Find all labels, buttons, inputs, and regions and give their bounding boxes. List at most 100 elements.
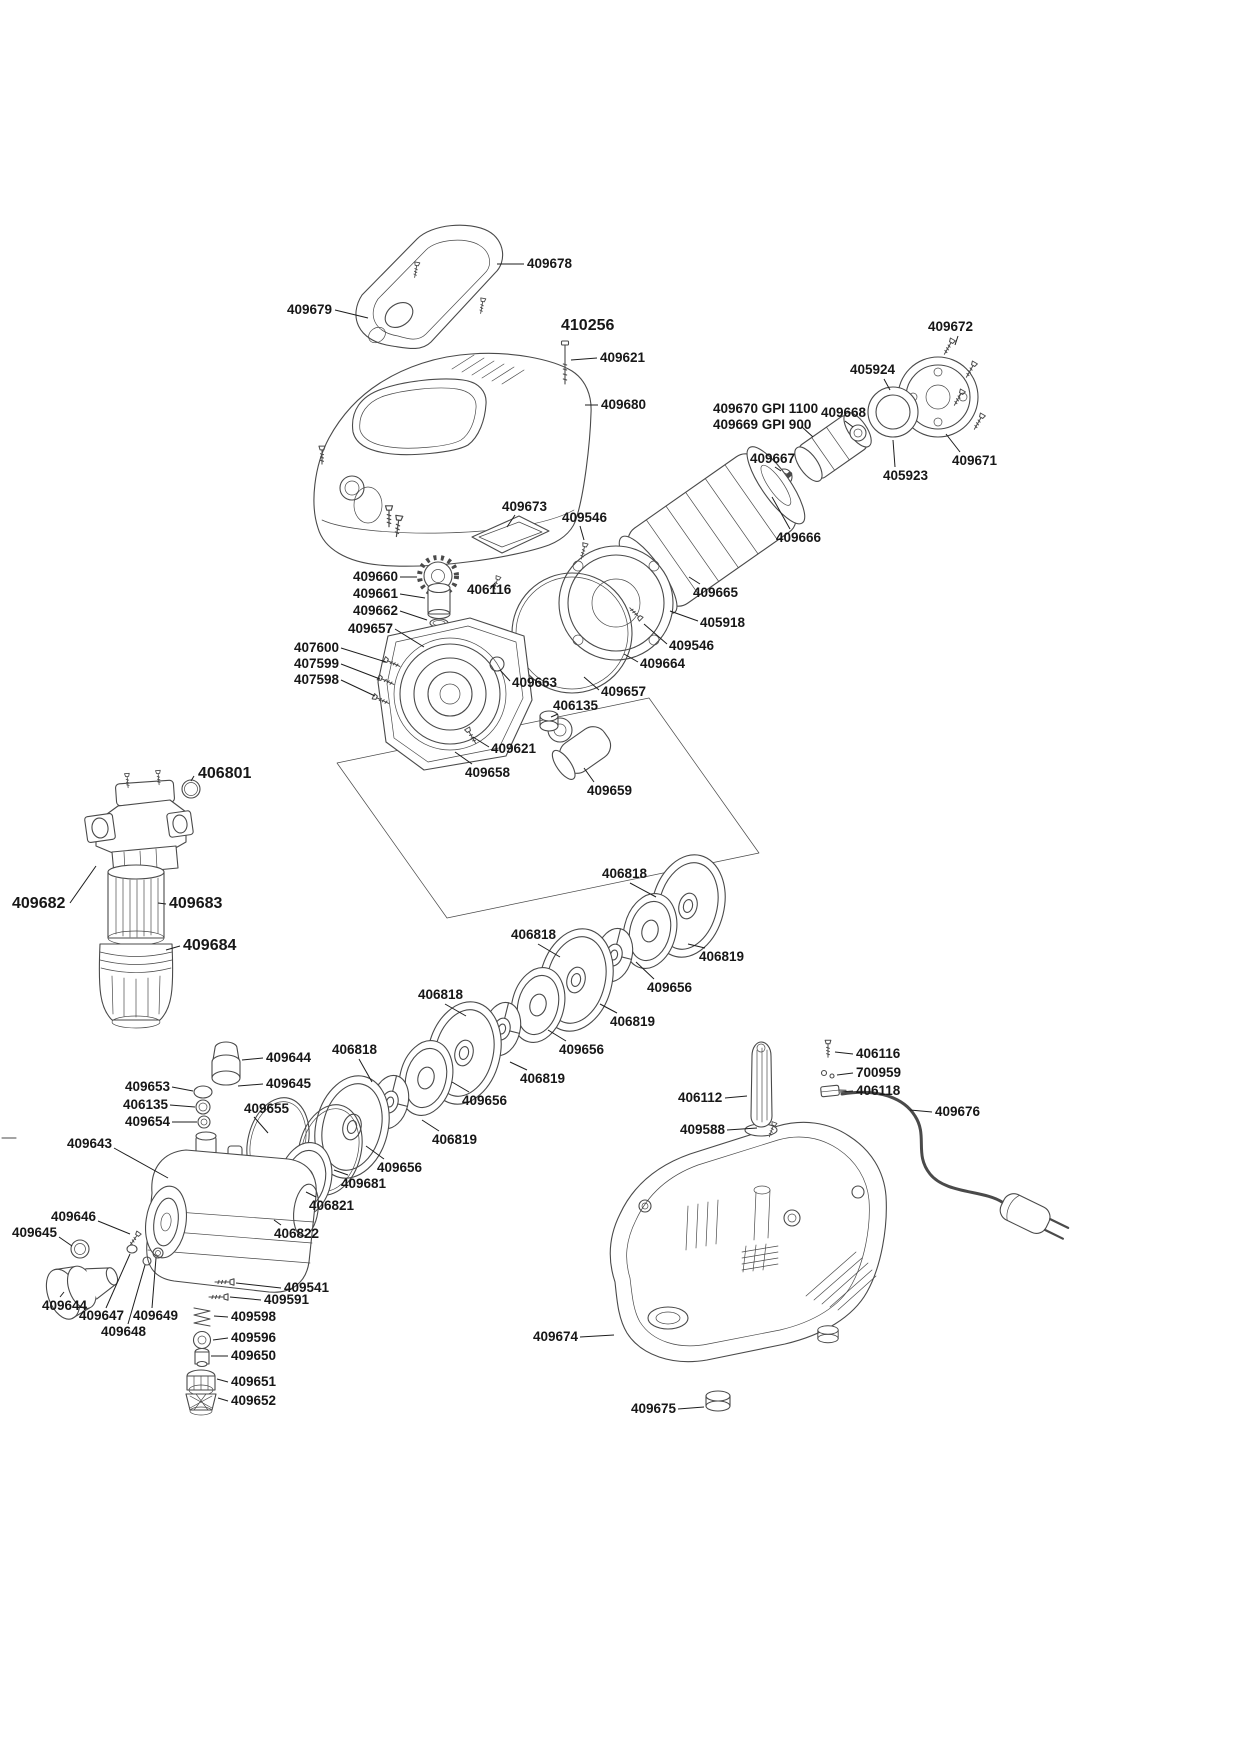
hose-connector-top	[211, 1041, 241, 1086]
leader-line	[909, 1109, 933, 1113]
ejector-parts	[417, 555, 459, 628]
leader-line	[216, 1378, 229, 1383]
leader-line	[113, 1147, 169, 1179]
leader-line	[687, 943, 706, 949]
pedestal-foot	[744, 1041, 778, 1139]
part-label: 409656	[559, 1042, 605, 1057]
part-label: 409668	[821, 405, 867, 420]
leader-line	[444, 1003, 467, 1017]
leader-line	[365, 1145, 385, 1160]
part-label: 409588	[680, 1122, 726, 1137]
leader-line	[169, 1104, 196, 1108]
part-label: 409591	[264, 1292, 310, 1307]
top-cover	[313, 340, 592, 567]
rubber-foot	[705, 1390, 731, 1412]
leader-line	[774, 466, 782, 472]
leader-line	[217, 1397, 229, 1402]
leader-line	[340, 647, 387, 663]
leader-line	[451, 1081, 470, 1093]
leader-line	[688, 576, 701, 585]
leader-line	[883, 378, 891, 391]
leader-line	[771, 496, 791, 530]
part-label: 410256	[561, 317, 614, 334]
leader-line	[472, 736, 490, 748]
leader-line	[623, 653, 639, 663]
pump-head	[371, 617, 533, 771]
part-label: 409644	[42, 1298, 88, 1313]
leader-line	[340, 679, 376, 697]
part-label: 409671	[952, 453, 998, 468]
leader-line	[537, 943, 561, 958]
base-screws	[820, 1039, 847, 1098]
part-label: 409679	[287, 302, 332, 317]
vent-grille	[451, 354, 525, 385]
power-plug	[999, 1193, 1070, 1240]
leader-line	[333, 1169, 349, 1176]
leader-line	[165, 945, 181, 951]
part-label: 409684	[183, 937, 236, 954]
leader-line	[599, 1003, 618, 1014]
screw	[941, 337, 956, 357]
part-label: 409678	[527, 256, 573, 271]
part-label: 409649	[133, 1308, 178, 1323]
leader-line	[583, 767, 595, 783]
part-label: 405923	[883, 468, 929, 483]
part-label: 406822	[274, 1226, 319, 1241]
part-label: 409666	[776, 530, 822, 545]
part-label: 409651	[231, 1374, 277, 1389]
leader-line	[305, 1191, 317, 1198]
part-label: 409661	[353, 586, 399, 601]
filter-assembly	[84, 769, 201, 1029]
part-label: 409680	[601, 397, 646, 412]
part-label: 409660	[353, 569, 398, 584]
leader-line	[954, 335, 959, 346]
leader-line	[635, 961, 655, 980]
leader-line	[157, 902, 167, 905]
part-label: 409675	[631, 1401, 677, 1416]
leader-line	[273, 1219, 282, 1226]
part-label: 406818	[602, 866, 648, 881]
motor-capacitor	[547, 717, 612, 780]
leader-line	[643, 623, 668, 645]
part-label: 409670 GPI 1100	[713, 401, 818, 416]
leader-line	[669, 610, 699, 622]
part-label: 409598	[231, 1309, 277, 1324]
small-fittings-top	[193, 1085, 213, 1129]
part-label: 409656	[377, 1160, 423, 1175]
part-label: 700959	[856, 1065, 901, 1080]
part-label: 409657	[348, 621, 393, 636]
leader-line	[399, 610, 428, 621]
leader-line	[834, 1051, 854, 1055]
leader-line	[151, 1257, 157, 1309]
leader-line	[334, 309, 369, 319]
leader-line	[844, 420, 854, 428]
motor-flange-ring	[558, 545, 674, 661]
part-label: 405924	[850, 362, 896, 377]
part-label: 409647	[79, 1308, 124, 1323]
handle-cover	[355, 224, 504, 350]
part-label: 409672	[928, 319, 973, 334]
part-label: 409674	[533, 1329, 579, 1344]
leader-line	[839, 1090, 854, 1093]
part-label: 406112	[678, 1090, 722, 1105]
leader-line	[550, 713, 559, 718]
part-label: 406135	[553, 698, 599, 713]
base-housing	[609, 1121, 887, 1363]
leader-line	[213, 1315, 229, 1318]
part-label: 407598	[294, 672, 340, 687]
part-label: 409664	[640, 656, 686, 671]
leader-line	[58, 1236, 73, 1247]
part-label: 407599	[294, 656, 339, 671]
part-label: 406819	[699, 949, 744, 964]
leader-line	[579, 1334, 615, 1338]
leader-line	[127, 1264, 146, 1325]
part-label: 409669 GPI 900	[713, 417, 811, 432]
leader-line	[340, 663, 381, 680]
part-label: 409646	[51, 1209, 97, 1224]
leader-line	[801, 426, 814, 438]
leader-line	[97, 1220, 131, 1235]
part-labels: 4096784096794102564096214096724059244096…	[12, 256, 998, 1416]
leader-line	[394, 628, 425, 648]
part-label: 406818	[511, 927, 557, 942]
